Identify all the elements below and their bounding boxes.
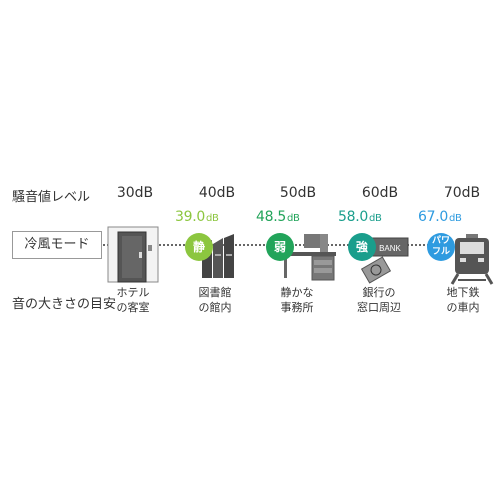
bank-text: BANK bbox=[379, 244, 401, 253]
mode-value-high: 58.0dB bbox=[338, 209, 382, 225]
place-office: 静かな事務所 bbox=[280, 286, 314, 314]
mode-bubble-high: 強 bbox=[348, 233, 376, 261]
mode-value-powerful: 67.0dB bbox=[418, 209, 462, 225]
mode-value-quiet: 39.0dB bbox=[175, 209, 219, 225]
mode-bubble-low: 弱 bbox=[266, 233, 294, 261]
db-level-40: 40dB bbox=[198, 185, 236, 201]
db-level-50: 50dB bbox=[279, 185, 317, 201]
db-level-60: 60dB bbox=[361, 185, 399, 201]
guide-label: 音の大きさの目安 bbox=[12, 297, 117, 312]
db-level-70: 70dB bbox=[443, 185, 481, 201]
mode-bubble-powerful: パワ フル bbox=[427, 233, 455, 261]
place-bank: 銀行の窓口周辺 bbox=[357, 286, 401, 314]
office-desk-icon bbox=[278, 234, 336, 281]
hotel-door-icon bbox=[107, 226, 159, 283]
train-icon bbox=[450, 234, 494, 285]
db-level-30: 30dB bbox=[116, 185, 154, 201]
place-subway: 地下鉄の車内 bbox=[446, 286, 480, 314]
place-hotel: ホテルの客室 bbox=[116, 286, 150, 314]
bank-card-icon: BANK bbox=[360, 237, 409, 284]
mode-value-low: 48.5dB bbox=[256, 209, 300, 225]
place-library: 図書館の館内 bbox=[198, 286, 232, 314]
noise-level-label: 騒音値レベル bbox=[12, 190, 91, 205]
mode-bubble-quiet: 静 bbox=[185, 233, 213, 261]
mode-box: 冷風モード bbox=[12, 231, 102, 259]
